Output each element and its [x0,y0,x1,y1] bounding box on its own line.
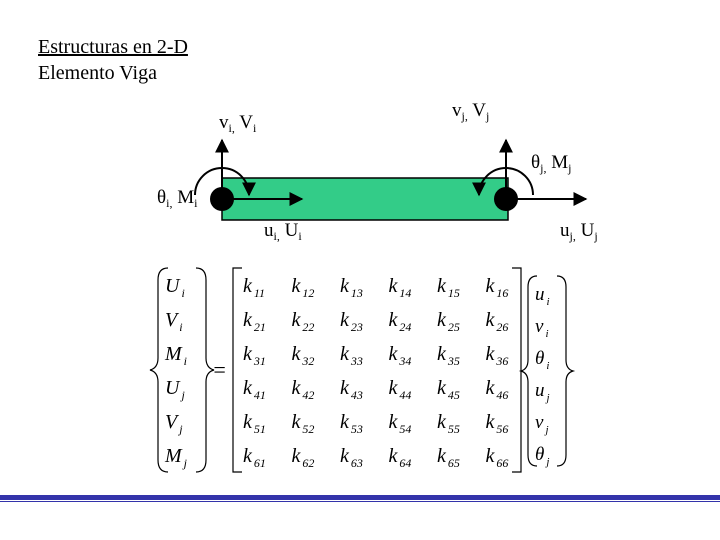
label-vi-Vi: vi, Vi [219,112,257,135]
equals-sign: = [212,357,227,382]
page-title: Estructuras en 2-D [38,36,188,58]
label-vj-Vj: vj, Vj [452,100,490,123]
node-i [210,187,234,211]
label-ui-Ui: ui, Ui [264,220,302,243]
label-thi-Mi: θi, Mi [157,187,198,210]
matrix-brackets [232,267,522,473]
bottom-rule [0,495,720,500]
label-uj-Uj: uj, Uj [560,220,598,243]
node-i-moment-arrow [194,167,256,197]
page-subtitle: Elemento Viga [38,62,157,84]
rhs-brace [518,275,576,467]
label-thj-Mj: θj, Mj [531,152,572,175]
bottom-rule-thin [0,501,720,502]
title-block: Estructuras en 2-D Elemento Viga [38,34,188,86]
node-j-moment-arrow [472,167,534,197]
lhs-brace [149,267,215,473]
node-j [494,187,518,211]
